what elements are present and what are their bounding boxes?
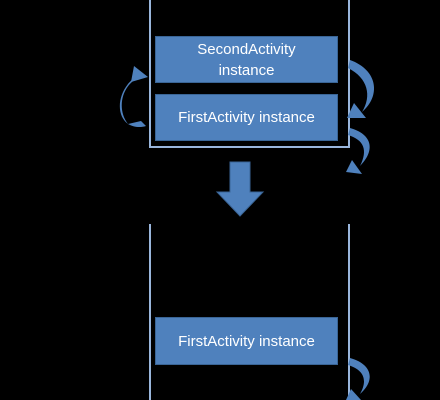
curved-arrow-icon: [119, 66, 148, 128]
second-activity-label-line2: instance: [218, 61, 275, 79]
down-arrow-icon: [215, 161, 265, 217]
back-curved-arrow-icon: [347, 60, 375, 118]
top-task-stack: [149, 0, 350, 148]
start-activity-label: startActivity: [18, 97, 80, 111]
first-activity-label-bottom: FirstActivity instance: [178, 332, 315, 350]
back-label: back: [390, 79, 416, 93]
first-activity-box-bottom: FirstActivity instance: [155, 317, 338, 365]
first-activity-label-top: FirstActivity instance: [178, 109, 315, 126]
pop-arrow-icon: [346, 128, 370, 174]
pop-arrow-bottom-icon: [346, 358, 370, 400]
first-activity-box-top: FirstActivity instance: [155, 94, 338, 141]
second-activity-box: SecondActivity instance: [155, 36, 338, 83]
second-activity-label-line1: SecondActivity: [197, 40, 296, 58]
bottom-task-stack: [149, 224, 350, 400]
